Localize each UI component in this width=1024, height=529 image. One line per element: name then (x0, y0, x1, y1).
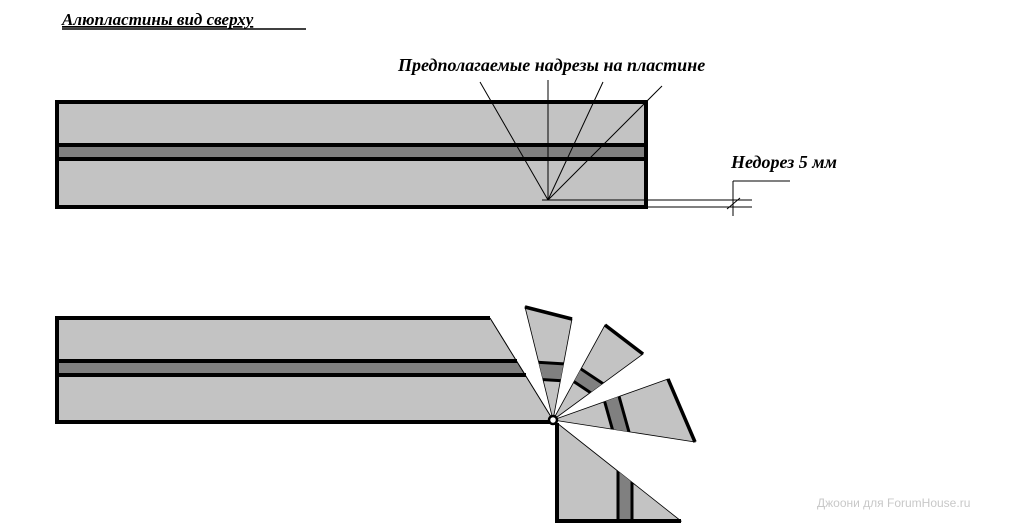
uncut-label: Недорез 5 мм (730, 152, 837, 172)
pivot-point (547, 414, 559, 426)
wedge-1 (524, 305, 573, 421)
watermark: Джоони для ForumHouse.ru (817, 496, 970, 510)
cuts-label: Предполагаемые надрезы на пластине (397, 55, 705, 75)
bottom-plate (55, 316, 554, 424)
folded-end (555, 422, 683, 523)
diagram-title: Алюпластины вид сверху (61, 10, 254, 29)
uncut-dimension (646, 180, 790, 216)
cut-lines (479, 80, 663, 201)
top-plate (55, 100, 648, 209)
